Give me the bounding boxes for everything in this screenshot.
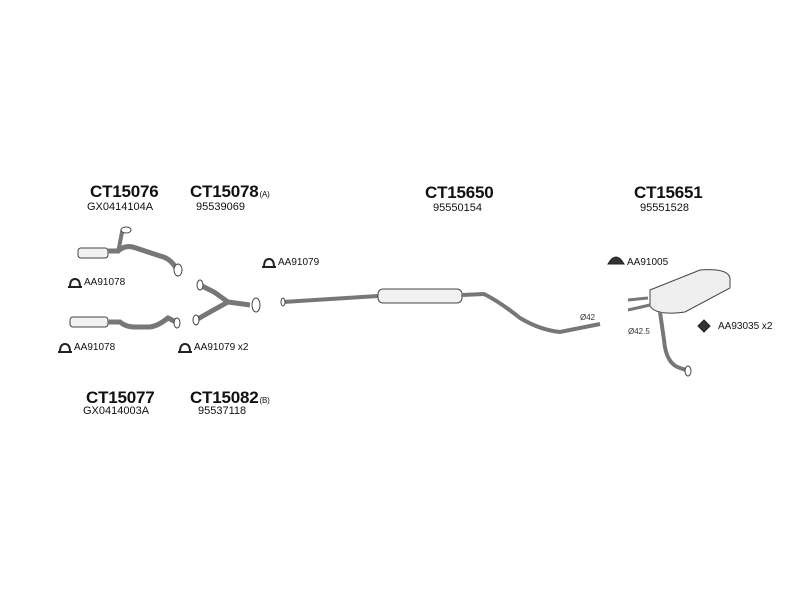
clamp-aa93035-x2: AA93035 x2 (718, 321, 773, 332)
pipe-ct15076 (77, 226, 183, 277)
part-ref-ct15082: 95537118 (198, 405, 247, 417)
clamp-aa91079-x2: AA91079 x2 (178, 342, 249, 353)
part-code-ct15082: CT15082(B) (190, 388, 270, 408)
silencer-ct15651 (627, 269, 731, 377)
dimension-d42-5: Ø42.5 (628, 327, 650, 336)
clamp-label: AA93035 x2 (718, 321, 773, 332)
part-code-ct15076: CT15076 (90, 182, 159, 201)
part-code-ct15651: CT15651 (634, 183, 703, 202)
part-note-ct15078: (A) (259, 190, 270, 199)
clamp-icon (68, 277, 82, 288)
clamp-label: AA91005 (627, 257, 669, 268)
clamp-label: AA91079 x2 (194, 342, 249, 353)
part-ref-ct15077: GX0414003A (83, 405, 150, 417)
part-ref-ct15651: 95551528 (640, 202, 689, 214)
clamp-label: AA91079 (278, 257, 320, 268)
clamp-icon (262, 257, 276, 268)
clamp-label: AA91078 (74, 342, 116, 353)
clamp-aa91078-top: AA91078 (68, 277, 125, 288)
part-ref-ct15076: GX0414104A (87, 201, 154, 213)
clamp-icon (58, 342, 72, 353)
part-note-ct15082: (B) (259, 396, 270, 405)
clamp-aa91005-icon (607, 256, 625, 265)
part-ref-ct15078: 95539069 (196, 201, 245, 213)
pipe-ct15077 (69, 315, 181, 330)
pipe-ct15078 (192, 279, 261, 326)
clamp-label: AA91078 (84, 277, 126, 288)
part-ref-ct15650: 95550154 (433, 202, 482, 214)
part-code-ct15077: CT15077 (86, 388, 155, 407)
part-code-ct15650: CT15650 (425, 183, 494, 202)
pipe-ct15650 (280, 288, 601, 335)
clamp-icon (178, 342, 192, 353)
nut-aa93035-icon (697, 319, 711, 333)
part-code-ct15078: CT15078(A) (190, 182, 270, 202)
part-code-ct15078-text: CT15078 (190, 182, 259, 201)
clamp-aa91005: AA91005 (627, 257, 668, 268)
part-code-ct15082-text: CT15082 (190, 388, 259, 407)
clamp-aa91078-bottom: AA91078 (58, 342, 115, 353)
dimension-d42: Ø42 (580, 313, 596, 322)
clamp-aa91079-center: AA91079 (262, 257, 319, 268)
